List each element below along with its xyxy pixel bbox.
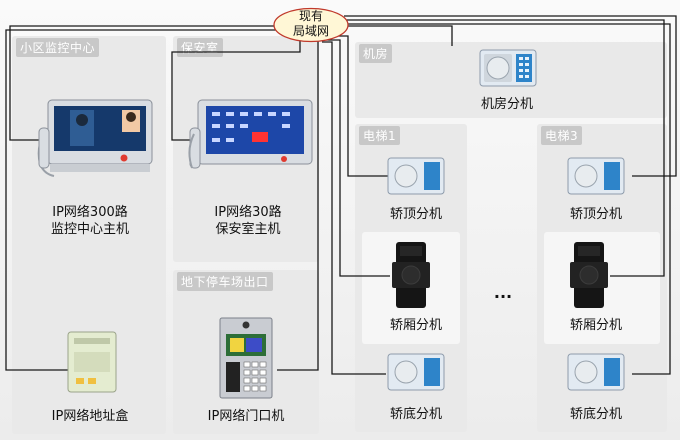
elevator-3-car-extension-icon bbox=[570, 242, 608, 308]
elevator-3-bottom-extension-icon bbox=[567, 353, 625, 391]
security-master-30-label: IP网络30路 保安室主机 bbox=[178, 204, 318, 238]
master-300-line2: 监控中心主机 bbox=[50, 222, 129, 237]
master-30-line2: 保安室主机 bbox=[215, 222, 281, 237]
elevator-3-bottom-label: 轿底分机 bbox=[569, 407, 622, 422]
elevator-3-top-label: 轿顶分机 bbox=[569, 207, 622, 222]
lan-label: 现有 局域网 bbox=[280, 9, 342, 39]
elevator-1-car-label: 轿厢分机 bbox=[389, 318, 442, 333]
door-station-label: IP网络门口机 bbox=[207, 409, 285, 424]
lan-label-line1: 现有 bbox=[298, 9, 323, 23]
lan-cloud-icon bbox=[273, 7, 349, 43]
panel-title: 机房 bbox=[359, 44, 393, 63]
monitor-master-300-label: IP网络300路 监控中心主机 bbox=[20, 204, 160, 238]
address-box-label: IP网络地址盒 bbox=[51, 409, 129, 424]
panel-title: 电梯1 bbox=[359, 126, 401, 145]
elevator-1-top-extension-icon bbox=[387, 157, 445, 195]
elevator-1-car-extension-icon bbox=[392, 242, 430, 308]
more-elevators-ellipsis: ... bbox=[493, 283, 513, 302]
elevator-3-top-extension-icon bbox=[567, 157, 625, 195]
panel-title: 小区监控中心 bbox=[16, 38, 100, 57]
door-station-icon bbox=[219, 317, 273, 399]
machine-room-extension-icon bbox=[479, 49, 537, 87]
elevator-1-bottom-label: 轿底分机 bbox=[389, 407, 442, 422]
master-300-line1: IP网络300路 bbox=[52, 205, 128, 220]
address-box-icon bbox=[67, 331, 117, 393]
lan-label-line2: 局域网 bbox=[292, 24, 329, 38]
master-30-line1: IP网络30路 bbox=[214, 205, 282, 220]
panel-title: 地下停车场出口 bbox=[177, 272, 273, 291]
elevator-3-car-label: 轿厢分机 bbox=[569, 318, 622, 333]
machine-room-extension-label: 机房分机 bbox=[480, 97, 533, 112]
panel-title: 电梯3 bbox=[541, 126, 583, 145]
panel-title: 保安室 bbox=[177, 38, 223, 57]
monitor-master-300-icon bbox=[37, 99, 153, 177]
elevator-1-top-label: 轿顶分机 bbox=[389, 207, 442, 222]
security-master-30-icon bbox=[188, 99, 313, 169]
elevator-1-bottom-extension-icon bbox=[387, 353, 445, 391]
